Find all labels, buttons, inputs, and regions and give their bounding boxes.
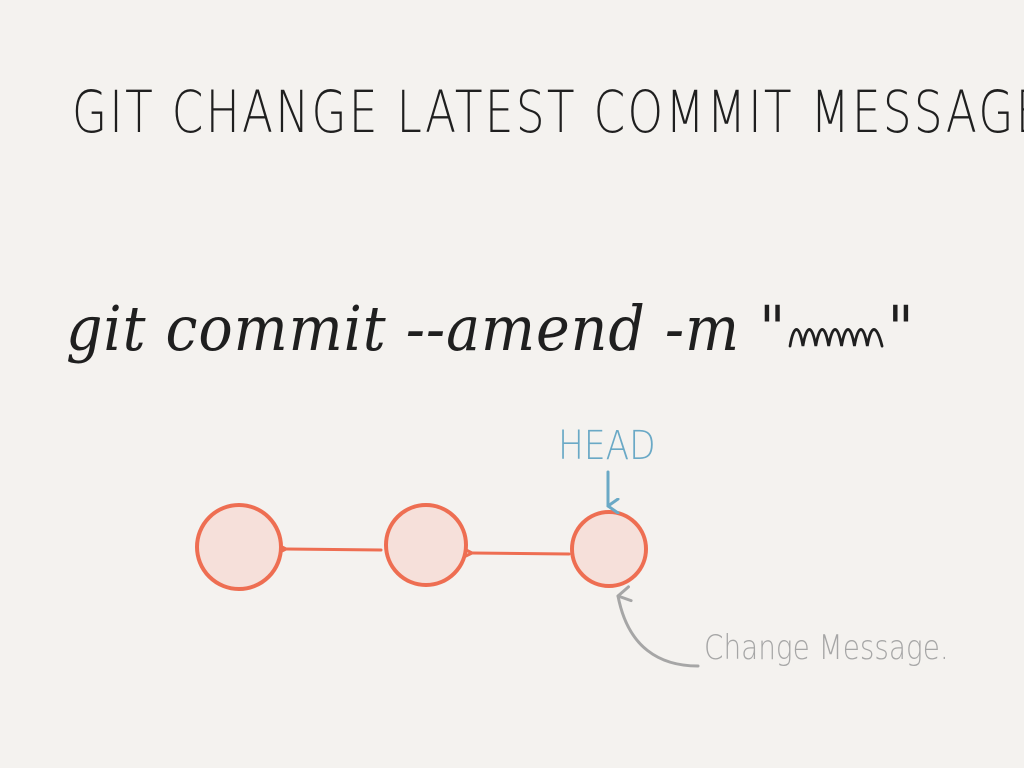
message-squiggle — [788, 328, 884, 348]
commit-1 — [195, 503, 283, 591]
commit-3-head — [570, 510, 648, 588]
parent-arrow-2-to-1 — [286, 549, 383, 550]
git-command-text: git commit --amend -m " — [66, 292, 787, 365]
git-command: git commit --amend -m " " — [66, 292, 915, 365]
head-label: HEAD — [558, 423, 656, 469]
message-squiggle-path — [788, 328, 884, 348]
commit-2 — [384, 503, 468, 587]
git-command-closing-quote: " — [887, 292, 915, 365]
parent-arrow-3-to-2 — [472, 553, 571, 554]
change-message-annotation: Change Message. — [704, 628, 949, 668]
diagram-title: GIT CHANGE LATEST COMMIT MESSAGE — [72, 78, 1024, 146]
annotation-arrow — [616, 585, 700, 668]
